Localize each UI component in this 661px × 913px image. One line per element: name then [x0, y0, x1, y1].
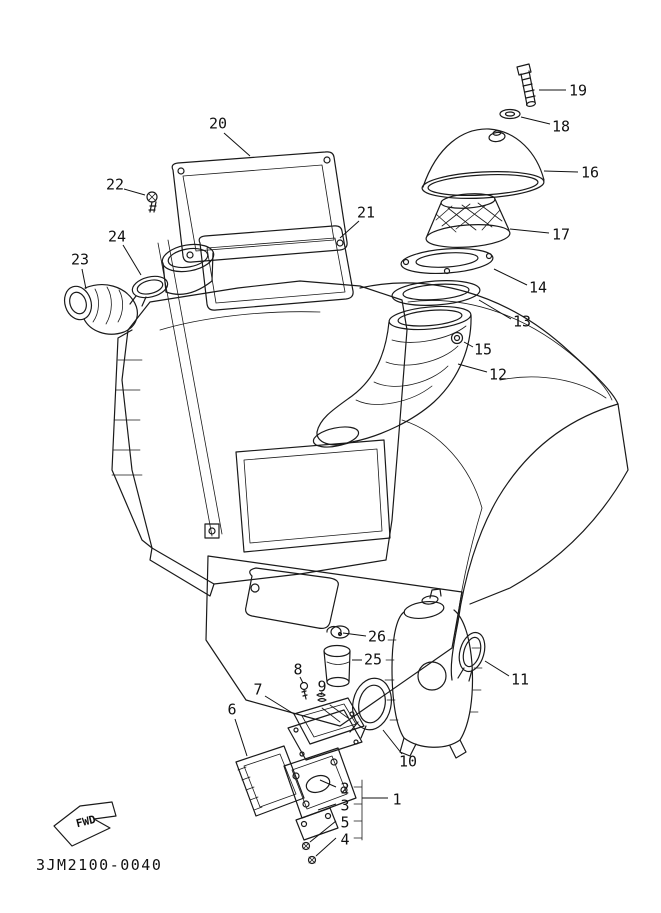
- reed-valve: [287, 697, 365, 761]
- manifold-plates: [283, 747, 357, 841]
- spring-washer: [316, 692, 327, 703]
- callout-2: 2: [340, 780, 349, 798]
- callout-leader-18: [520, 116, 551, 125]
- callout-23: 23: [71, 251, 89, 269]
- valve-gasket: [235, 745, 305, 817]
- callout-leader-2: [319, 779, 337, 788]
- callout-leader-9: [320, 691, 323, 696]
- pan-screw: [146, 191, 158, 213]
- callout-17: 17: [552, 226, 570, 244]
- callout-leader-20: [223, 132, 251, 157]
- callout-12: 12: [489, 366, 507, 384]
- callout-5: 5: [340, 814, 349, 832]
- bolt-part: [516, 63, 537, 107]
- callout-leader-14: [493, 268, 528, 286]
- air-duct-pipe: [63, 284, 138, 335]
- callout-10: 10: [399, 753, 417, 771]
- nut-part: [450, 331, 464, 345]
- callout-leader-17: [509, 228, 550, 234]
- callout-14: 14: [529, 279, 547, 297]
- callout-leader-13: [478, 299, 512, 320]
- callout-leader-24: [122, 244, 142, 276]
- airbox-lid: [171, 151, 348, 263]
- carburetor-joint-boot: [312, 305, 472, 448]
- callout-13: 13: [513, 313, 531, 331]
- callout-16: 16: [581, 164, 599, 182]
- callout-8: 8: [293, 661, 302, 679]
- air-cleaner-cover: [421, 128, 545, 199]
- inlet-snorkel: [161, 243, 215, 295]
- callout-leader-23: [81, 268, 87, 290]
- callout-25: 25: [364, 651, 382, 669]
- callout-leader-5: [309, 820, 337, 843]
- joint-clamp: [457, 631, 486, 682]
- body-panel: [359, 282, 629, 681]
- filter-seat-plate: [400, 248, 494, 275]
- callout-leader-6: [234, 718, 248, 757]
- callout-21: 21: [357, 204, 375, 222]
- fwd-arrow: [53, 801, 117, 847]
- reed-screw: [299, 681, 309, 700]
- callout-20: 20: [209, 115, 227, 133]
- callout-leader-12: [457, 363, 488, 373]
- rubber-boot: [323, 644, 351, 688]
- callout-leader-11: [484, 660, 510, 677]
- callout-15: 15: [474, 341, 492, 359]
- callout-7: 7: [253, 681, 262, 699]
- diagram-code: 3JM2100-0040: [36, 856, 162, 874]
- hose-clamp: [129, 275, 169, 307]
- carb-clamp: [349, 677, 392, 739]
- callout-bracket: [353, 779, 363, 841]
- callout-22: 22: [106, 176, 124, 194]
- callout-6: 6: [227, 701, 236, 719]
- callout-leader-10: [382, 729, 403, 755]
- callout-4: 4: [340, 831, 349, 849]
- callout-9: 9: [317, 678, 326, 696]
- clip-ring: [326, 625, 343, 637]
- callout-11: 11: [511, 671, 529, 689]
- callout-leader-3: [317, 803, 337, 811]
- mount-screws: [301, 841, 317, 865]
- washer-part: [499, 108, 521, 120]
- callout-1: 1: [392, 791, 401, 809]
- callout-leader-21: [339, 220, 360, 239]
- callout-leader-8: [299, 676, 304, 684]
- fwd-label: FWD: [75, 813, 98, 831]
- callout-leader-4: [315, 837, 337, 857]
- guide-line: [157, 239, 223, 537]
- callout-19: 19: [569, 82, 587, 100]
- lid-seal: [198, 225, 354, 311]
- callout-leader-15: [463, 341, 474, 348]
- callout-leader-7: [264, 695, 295, 715]
- callout-layer: 1918161714131512202224232111102625897612…: [71, 82, 599, 857]
- callout-leader-26: [342, 632, 367, 637]
- airbox-body: [111, 280, 408, 597]
- callout-26: 26: [368, 628, 386, 646]
- callout-leader-16: [543, 170, 579, 173]
- exploded-view-art: [53, 63, 629, 865]
- callout-24: 24: [108, 228, 126, 246]
- engine-cylinder: [384, 588, 483, 759]
- callout-18: 18: [552, 118, 570, 136]
- tunnel-panel: [205, 555, 463, 727]
- callout-3: 3: [340, 797, 349, 815]
- callout-leader-22: [123, 188, 146, 196]
- filter-element: [425, 193, 511, 248]
